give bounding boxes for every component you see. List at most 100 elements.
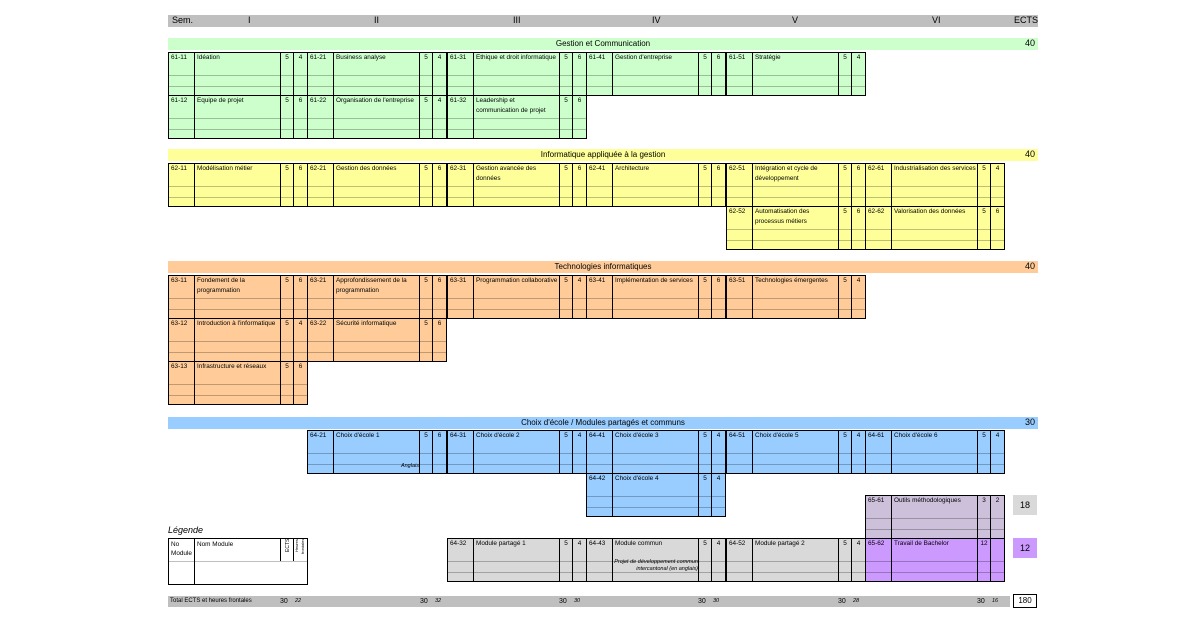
module-hours: 6 — [995, 208, 1000, 215]
legend-divider — [169, 561, 307, 562]
module-code: 61-21 — [309, 53, 334, 95]
cell-divider — [169, 298, 307, 299]
module-name: Programmation collaborative — [476, 277, 558, 284]
module-name: Gestion avancée des données — [476, 165, 537, 182]
module-ects: 5 — [559, 53, 573, 95]
module-code: 61-22 — [309, 96, 334, 138]
module-code: 63-22 — [309, 319, 334, 361]
cell-divider — [587, 298, 725, 299]
cell-divider — [169, 395, 307, 396]
cell-divider — [866, 518, 1004, 519]
total-ects-s1: 30 — [280, 598, 288, 605]
cell-divider — [308, 118, 446, 119]
module-ects: 5 — [419, 164, 433, 206]
module-code: 61-51 — [728, 53, 753, 95]
semester-3-label: III — [513, 15, 521, 25]
module-code: 61-31 — [449, 53, 474, 95]
module-name: Implémentation de services — [615, 277, 693, 284]
module-name: Organisation de l'entreprise — [336, 97, 414, 104]
section-title: Informatique appliquée à la gestion — [540, 150, 666, 159]
cell-divider — [866, 464, 1004, 465]
module-code: 64-21 — [309, 431, 334, 473]
legend-box: No Module Nom Module ECTS Heures frontal… — [168, 538, 308, 585]
module-ects: 5 — [280, 53, 294, 95]
module-hours: 6 — [716, 54, 721, 61]
module-ects: 5 — [698, 474, 712, 516]
cell-divider — [866, 572, 1004, 573]
module-code: 61-32 — [449, 96, 474, 138]
module-code: 62-41 — [588, 164, 613, 206]
module-ects: 5 — [698, 164, 712, 206]
cell-divider — [308, 453, 446, 454]
module-hours: 6 — [437, 165, 442, 172]
module-name: Outils méthodologiques — [894, 497, 961, 504]
module-code: 63-13 — [170, 362, 195, 404]
cell-divider — [727, 75, 865, 76]
module-ects: 3 — [977, 496, 991, 538]
module-name: Gestion d'entreprise — [615, 54, 672, 61]
module-code: 64-42 — [588, 474, 613, 516]
module-ects: 5 — [698, 431, 712, 473]
module-name: Stratégie — [755, 54, 781, 61]
side-total-thesis: 12 — [1013, 538, 1037, 558]
module-hours: 6 — [298, 277, 303, 284]
cell-divider — [587, 496, 725, 497]
module-hours: 6 — [716, 277, 721, 284]
module-ects: 12 — [977, 539, 991, 581]
module-name: Sécurité informatique — [336, 320, 397, 327]
total-ects-s6: 30 — [977, 598, 985, 605]
module-hours: 6 — [716, 165, 721, 172]
module-hours: 4 — [716, 432, 721, 439]
total-ects-s3: 30 — [559, 598, 567, 605]
cell-divider — [308, 75, 446, 76]
cell-divider — [866, 197, 1004, 198]
cell-divider — [587, 572, 725, 573]
cell-divider — [587, 197, 725, 198]
module-ects: 5 — [559, 96, 573, 138]
module-ects: 5 — [977, 207, 991, 249]
module-code: 63-11 — [170, 276, 195, 318]
module-hours: 4 — [298, 54, 303, 61]
module-hours: 4 — [856, 432, 861, 439]
cell-divider — [169, 309, 307, 310]
cell-divider — [448, 86, 586, 87]
module-code: 63-41 — [588, 276, 613, 318]
semester-1-label: I — [248, 15, 251, 25]
semester-2-label: II — [374, 15, 380, 25]
module-hours: 6 — [437, 432, 442, 439]
cell-divider — [448, 75, 586, 76]
total-hours-s3: 30 — [574, 598, 581, 604]
module-code: 64-43 — [588, 539, 613, 581]
cell-divider — [727, 229, 865, 230]
cell-divider — [308, 129, 446, 130]
module-ects: 5 — [838, 53, 852, 95]
cell-divider — [866, 453, 1004, 454]
module-name: Automatisation des processus métiers — [755, 208, 810, 225]
module-hours: 6 — [856, 208, 861, 215]
module-hours: 6 — [437, 320, 442, 327]
cell-divider — [727, 572, 865, 573]
cell-divider — [169, 341, 307, 342]
module-ects: 5 — [838, 276, 852, 318]
cell-divider — [169, 129, 307, 130]
module-name: Valorisation des données — [894, 208, 966, 215]
module-name: Choix d'école 3 — [615, 432, 659, 439]
side-total-methods: 18 — [1013, 495, 1037, 515]
module-name: Module partagé 2 — [755, 540, 805, 547]
cell-divider — [308, 341, 446, 342]
